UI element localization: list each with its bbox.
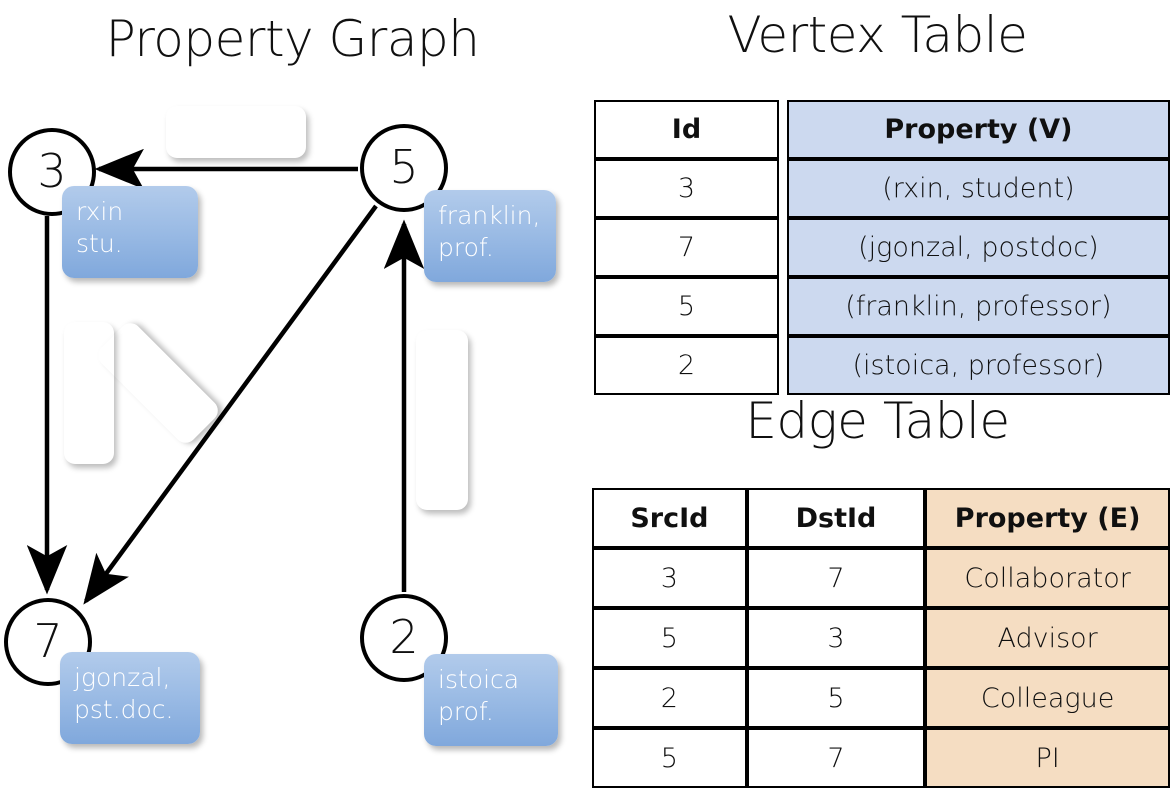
page-title-edge-table: Edge Table xyxy=(745,392,1010,450)
edge-row-0-property: Collaborator xyxy=(925,548,1170,608)
vertex-row-3-property: (istoica, professor) xyxy=(786,336,1170,395)
graph-edges-layer xyxy=(26,148,425,605)
page-title-vertex-table: Vertex Table xyxy=(727,6,1028,64)
table-row[interactable]: 5 (franklin, professor) xyxy=(594,277,1170,336)
graph-node-2[interactable]: 2 xyxy=(360,594,448,682)
node-3-property-box: rxin stu. xyxy=(62,186,198,278)
graph-node-5[interactable]: 5 xyxy=(360,124,448,212)
edge-row-2-src: 2 xyxy=(592,668,747,728)
node-7-property-line1: jgonzal, xyxy=(74,663,171,692)
edge-row-2-property: Colleague xyxy=(925,668,1170,728)
node-3-property-line2: stu. xyxy=(76,229,123,258)
column-gap xyxy=(779,218,787,277)
node-3-property-line1: rxin xyxy=(76,197,124,226)
edge-row-0-src: 3 xyxy=(592,548,747,608)
node-5-property-line2: prof. xyxy=(438,233,494,262)
table-row[interactable]: 5 7 PI xyxy=(592,728,1170,788)
column-gap xyxy=(779,336,787,395)
edge-label-colleague: Colleague xyxy=(416,330,468,510)
graph-node-2-label: 2 xyxy=(389,610,419,664)
node-5-property-box: franklin, prof. xyxy=(424,190,556,282)
node-2-property-box: istoica prof. xyxy=(424,654,558,746)
edge-row-3-property: PI xyxy=(925,728,1170,788)
edge-label-pi-text: PI xyxy=(138,363,178,403)
vertex-table-header-id: Id xyxy=(594,100,779,159)
column-gap xyxy=(779,100,787,159)
node-5-property-line1: franklin, xyxy=(438,201,541,230)
table-row[interactable]: 2 5 Colleague xyxy=(592,668,1170,728)
edge-label-advisor-text: Advisor xyxy=(185,116,287,148)
edge-label-advisor: Advisor xyxy=(166,106,306,158)
node-2-property-line2: prof. xyxy=(438,697,494,726)
graph-node-5-label: 5 xyxy=(389,140,419,194)
table-row[interactable]: 7 (jgonzal, postdoc) xyxy=(594,218,1170,277)
edge-row-0-dst: 7 xyxy=(746,548,926,608)
edge-row-1-dst: 3 xyxy=(746,608,926,668)
graph-node-7-label: 7 xyxy=(33,614,63,668)
edge-table-header-srcid: SrcId xyxy=(592,488,747,548)
table-header-row: Id Property (V) xyxy=(594,100,1170,159)
table-row[interactable]: 3 7 Collaborator xyxy=(592,548,1170,608)
column-gap xyxy=(779,159,787,218)
vertex-row-2-property: (franklin, professor) xyxy=(786,277,1170,336)
vertex-row-2-id: 5 xyxy=(594,277,779,336)
vertex-row-1-property: (jgonzal, postdoc) xyxy=(786,218,1170,277)
edge-table-header-dstid: DstId xyxy=(746,488,926,548)
edge-table-header-property: Property (E) xyxy=(925,488,1170,548)
table-row[interactable]: 3 (rxin, student) xyxy=(594,159,1170,218)
table-row[interactable]: 5 3 Advisor xyxy=(592,608,1170,668)
vertex-table: Id Property (V) 3 (rxin, student) 7 (jgo… xyxy=(594,100,1170,395)
edge-row-1-src: 5 xyxy=(592,608,747,668)
vertex-row-1-id: 7 xyxy=(594,218,779,277)
vertex-table-header-property: Property (V) xyxy=(786,100,1170,159)
graph-node-3-label: 3 xyxy=(37,144,67,198)
edge-row-2-dst: 5 xyxy=(746,668,926,728)
edge-row-3-src: 5 xyxy=(592,728,747,788)
node-2-property-line1: istoica xyxy=(438,665,520,694)
table-header-row: SrcId DstId Property (E) xyxy=(592,488,1170,548)
vertex-row-3-id: 2 xyxy=(594,336,779,395)
node-7-property-line2: pst.doc. xyxy=(74,695,174,724)
vertex-row-0-id: 3 xyxy=(594,159,779,218)
column-gap xyxy=(779,277,787,336)
node-7-property-box: jgonzal, pst.doc. xyxy=(60,652,200,744)
edge-row-1-property: Advisor xyxy=(925,608,1170,668)
edge-label-colleague-text: Colleague xyxy=(426,353,458,487)
property-graph-diagram: 3 5 7 2 rxin stu. franklin, prof. jgonza… xyxy=(0,0,585,760)
edge-row-3-dst: 7 xyxy=(746,728,926,788)
vertex-row-0-property: (rxin, student) xyxy=(786,159,1170,218)
table-row[interactable]: 2 (istoica, professor) xyxy=(594,336,1170,395)
edge-5-to-7 xyxy=(83,204,378,605)
page-title-property-graph: Property Graph xyxy=(105,10,480,68)
edge-table: SrcId DstId Property (E) 3 7 Collaborato… xyxy=(592,488,1170,788)
